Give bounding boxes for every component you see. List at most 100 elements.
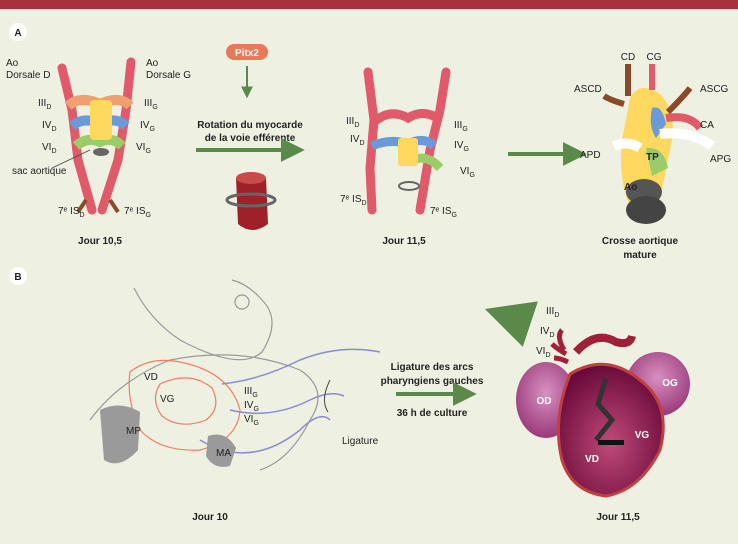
label-og: OG	[662, 378, 678, 389]
label-ao-dorsale-g-1: Ao	[146, 58, 159, 69]
caption-jour-10: Jour 10	[192, 512, 228, 523]
dorsal-aorta-left-2	[415, 67, 451, 215]
label-sac-aortique: sac aortique	[12, 166, 67, 177]
ma-shape	[206, 434, 236, 467]
label2-7-is-d: 7ᵉ ISD	[340, 194, 367, 207]
panel-b-badge	[9, 267, 27, 285]
label-b-ma: MA	[216, 448, 231, 459]
label-ao-dorsale-g-2: Dorsale G	[146, 70, 191, 81]
label-7-is-g: 7ᵉ ISG	[124, 206, 151, 219]
arch-iii-right	[556, 328, 567, 352]
label-vi-d: VID	[42, 142, 57, 155]
culture-label: 36 h de culture	[397, 408, 468, 419]
arch-vi-right	[553, 355, 570, 365]
label-ascd: ASCD	[574, 84, 602, 95]
label2-iii-d: IIID	[346, 116, 359, 129]
label2-iv-g: IVG	[454, 140, 469, 153]
outflow-trunk	[573, 333, 636, 355]
aortic-sac-2	[398, 138, 418, 166]
label-apd: APD	[580, 150, 601, 161]
ligation-line-1: Ligature des arcs	[391, 362, 474, 373]
mp-shape	[100, 405, 140, 464]
subclavian-left	[665, 86, 693, 115]
outflow-ring-2	[398, 181, 420, 191]
outflow-ring	[93, 148, 109, 156]
pitx2-pill	[226, 44, 268, 60]
myocardium-ring	[225, 192, 277, 208]
ligature-leader	[324, 379, 331, 413]
heart-day-11-5: IIID IVD VID OD OG VD VG Jour 11,5	[516, 306, 690, 523]
vessel-upper	[221, 348, 381, 385]
caption-jour-11-5-a: Jour 11,5	[382, 236, 426, 247]
label-ao: Ao	[624, 182, 637, 193]
rotation-block: Pitx2 Rotation du myocarde de la voie ef…	[196, 44, 305, 230]
dorsal-aorta-right	[57, 63, 97, 215]
ligation-arrow-block: Ligature des arcs pharyngiens gauches 36…	[381, 362, 484, 419]
arch-vi	[72, 134, 126, 150]
label-ao-dorsale-d-1: Ao	[6, 58, 19, 69]
pulmonary-trunk	[646, 147, 668, 176]
rotation-line-1: Rotation du myocarde	[197, 120, 303, 131]
eye-outline	[234, 294, 250, 310]
caption-crosse-1: Crosse aortique	[602, 236, 679, 247]
panel-a-badge	[9, 23, 27, 41]
gray-return-arrow	[484, 301, 539, 347]
label-ascg: ASCG	[700, 84, 729, 95]
label-b-ligature: Ligature	[342, 436, 379, 447]
vessel-lower	[229, 393, 345, 415]
label-cg: CG	[647, 52, 662, 63]
label-apg: APG	[710, 154, 731, 165]
label-iii-d: IIID	[38, 98, 51, 111]
caption-jour-10-5: Jour 10,5	[78, 236, 122, 247]
pitx2-label: Pitx2	[235, 48, 259, 59]
ventricle-outline	[154, 377, 217, 425]
stage-mature-arch: CD CG ASCD ASCG CA APD TP APG Ao Crosse …	[574, 52, 731, 261]
subclavian-right	[602, 93, 625, 107]
panel-b: B VD VG IIIG IVG VIG MP MA	[9, 267, 690, 523]
intersegmental-right	[76, 198, 88, 214]
label-tp: TP	[646, 152, 659, 163]
label-b-iii: IIIG	[244, 386, 258, 399]
label-b-vi: VIG	[244, 414, 259, 427]
ventricles	[556, 362, 665, 498]
label-r-vi: VID	[536, 346, 551, 359]
label-r-vd: VD	[585, 454, 599, 465]
top-band	[0, 0, 738, 9]
figure-canvas: A Ao Dorsale D Ao Dorsale G	[0, 9, 738, 544]
label-r-iv: IVD	[540, 326, 555, 339]
myocardium-cylinder	[236, 172, 268, 230]
label-ca: CA	[700, 120, 714, 131]
label-7-is-d: 7ᵉ ISD	[58, 206, 85, 219]
label-iii-g: IIIG	[144, 98, 158, 111]
head-outline	[133, 279, 273, 361]
label2-7-is-g: 7ᵉ ISG	[430, 206, 457, 219]
rotation-line-2: de la voie efférente	[205, 133, 296, 144]
sac-leader-line	[51, 149, 91, 169]
label-iv-g: IVG	[140, 120, 155, 133]
label-r-vg: VG	[635, 430, 650, 441]
label-b-iv: IVG	[244, 400, 259, 413]
label-iv-d: IVD	[42, 120, 57, 133]
septum-bar	[598, 440, 624, 445]
ca-segment	[665, 113, 704, 131]
septum-line	[594, 377, 616, 442]
panel-a-letter: A	[14, 28, 21, 39]
dorsal-aorta-left	[97, 57, 136, 215]
arch-iii-2	[371, 109, 443, 126]
arch-iv-mature	[650, 107, 666, 138]
heart-outline	[128, 359, 241, 451]
stage-day-11-5: IIID IVD IIIG IVG VIG 7ᵉ ISD 7ᵉ ISG Jour…	[340, 67, 475, 247]
diagram-svg: A Ao Dorsale D Ao Dorsale G	[6, 23, 731, 523]
label-r-iii: IIID	[546, 306, 559, 319]
label-ao-dorsale-d-2: Dorsale D	[6, 70, 50, 81]
aortic-sac	[90, 100, 112, 140]
intersegmental-left	[108, 198, 120, 214]
label2-iii-g: IIIG	[454, 120, 468, 133]
arch-iv-right	[550, 342, 568, 357]
label-vi-g: VIG	[136, 142, 151, 155]
label2-iv-d: IVD	[350, 134, 365, 147]
label-cd: CD	[621, 52, 635, 63]
body-outline	[89, 354, 319, 471]
apd-vessel	[612, 138, 643, 153]
